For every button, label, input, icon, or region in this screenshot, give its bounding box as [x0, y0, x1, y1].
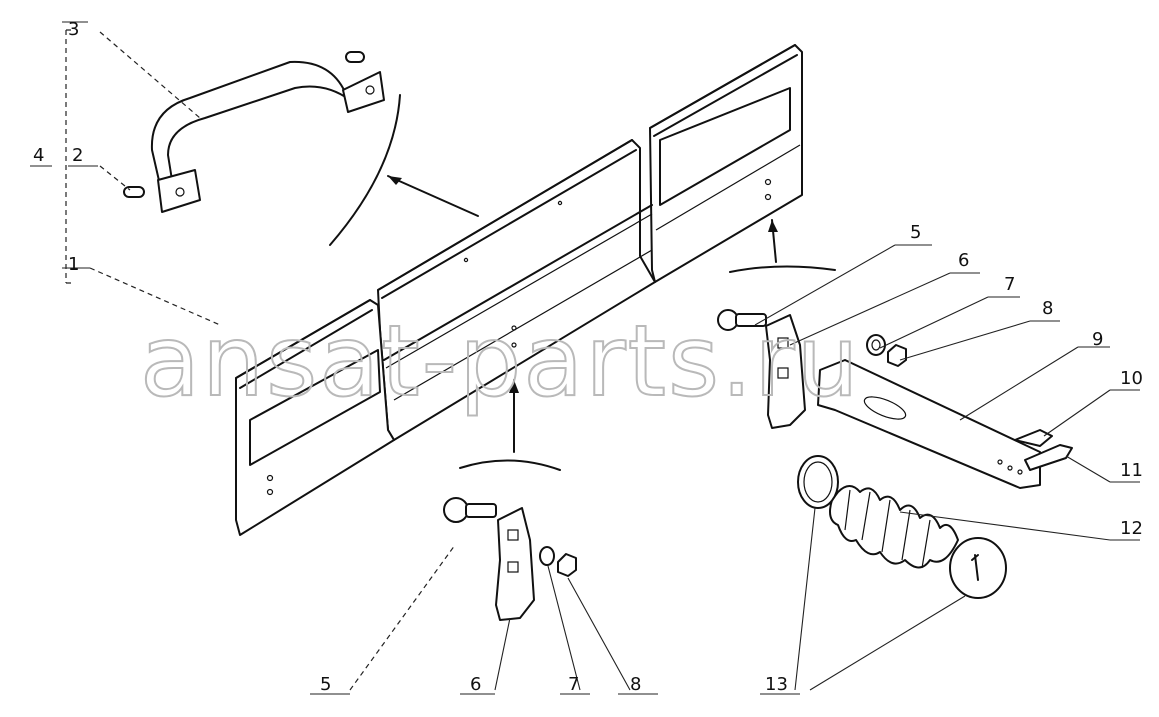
panel-assembly — [235, 44, 803, 536]
callout-8-lower: 8 — [630, 674, 641, 695]
callout-6-upper: 6 — [958, 250, 969, 271]
washer-part-upper — [866, 334, 886, 356]
nut-part-lower — [557, 553, 577, 577]
callout-10: 10 — [1120, 368, 1143, 389]
cap-part — [797, 455, 1007, 599]
callout-11: 11 — [1120, 460, 1143, 481]
callout-3: 3 — [68, 19, 79, 40]
watermark: ansat-parts.ru — [140, 305, 861, 419]
bolt-part-lower — [443, 497, 497, 523]
callout-1: 1 — [68, 254, 79, 275]
washer-part-lower — [539, 546, 555, 566]
callout-4: 4 — [33, 145, 44, 166]
callout-7-lower: 7 — [568, 674, 579, 695]
pin-part — [123, 51, 365, 198]
handle-part — [150, 60, 385, 213]
spring-part — [829, 485, 959, 569]
detail-arcs — [329, 94, 836, 471]
leader-lines — [30, 21, 1140, 695]
pin-part-small — [1014, 429, 1073, 471]
bracket-part-upper — [765, 314, 806, 429]
callout-13: 13 — [765, 674, 788, 695]
callout-2: 2 — [72, 145, 83, 166]
callout-5-lower: 5 — [320, 674, 331, 695]
latch-plate-part — [817, 359, 1041, 489]
callout-6-lower: 6 — [470, 674, 481, 695]
callout-labels: 3 4 2 1 5 6 7 8 9 10 11 12 5 6 7 8 13 — [33, 19, 1143, 695]
callout-8-upper: 8 — [1042, 298, 1053, 319]
nut-part-upper — [887, 344, 907, 367]
bracket-part-lower — [495, 507, 535, 621]
callout-12: 12 — [1120, 518, 1143, 539]
callout-5-upper: 5 — [910, 222, 921, 243]
callout-7-upper: 7 — [1004, 274, 1015, 295]
callout-9: 9 — [1092, 329, 1103, 350]
